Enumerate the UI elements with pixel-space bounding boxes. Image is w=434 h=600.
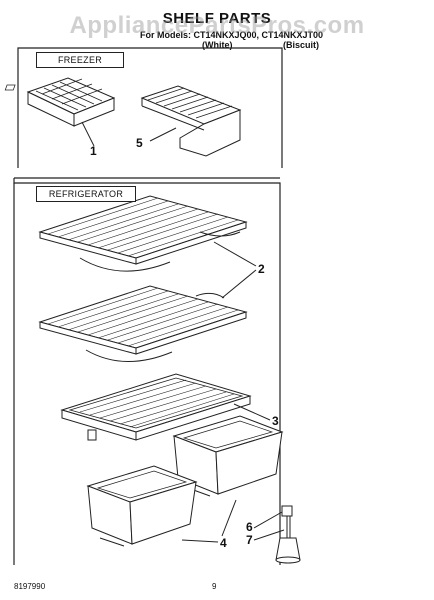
page-title: SHELF PARTS <box>162 10 272 27</box>
callout-5: 5 <box>136 136 143 150</box>
freezer-shelf-illustration <box>140 85 242 157</box>
callout-2: 2 <box>258 262 265 276</box>
callout-1: 1 <box>90 144 97 158</box>
refrigerator-section-label: REFRIGERATOR <box>36 186 136 202</box>
crisper-drawer-left <box>86 465 198 547</box>
callout-4: 4 <box>220 536 227 550</box>
callout-2-leaders <box>213 241 257 299</box>
color-biscuit-label: (Biscuit) <box>283 40 319 50</box>
page-number: 9 <box>212 582 217 591</box>
watermark: AppliancePartsPros.com <box>69 12 365 39</box>
color-white-label: (White) <box>202 40 233 50</box>
callout-4-leaders <box>181 499 237 543</box>
wire-shelf-upper <box>38 195 248 272</box>
freezer-section-label: FREEZER <box>36 52 124 68</box>
wire-shelf-lower <box>38 285 248 362</box>
crisper-drawer-right <box>172 415 284 497</box>
crisper-cover-illustration <box>60 373 271 441</box>
leveling-leg-illustration <box>253 505 301 564</box>
model-numbers: For Models: CT14NKXJQ00, CT14NKXJT00 <box>140 30 324 40</box>
callout-7: 7 <box>246 533 253 547</box>
section-frames <box>13 47 283 565</box>
callout-6: 6 <box>246 520 253 534</box>
ice-tray-illustration <box>4 77 116 147</box>
document-number: 8197990 <box>14 582 46 591</box>
callout-3: 3 <box>272 414 279 428</box>
